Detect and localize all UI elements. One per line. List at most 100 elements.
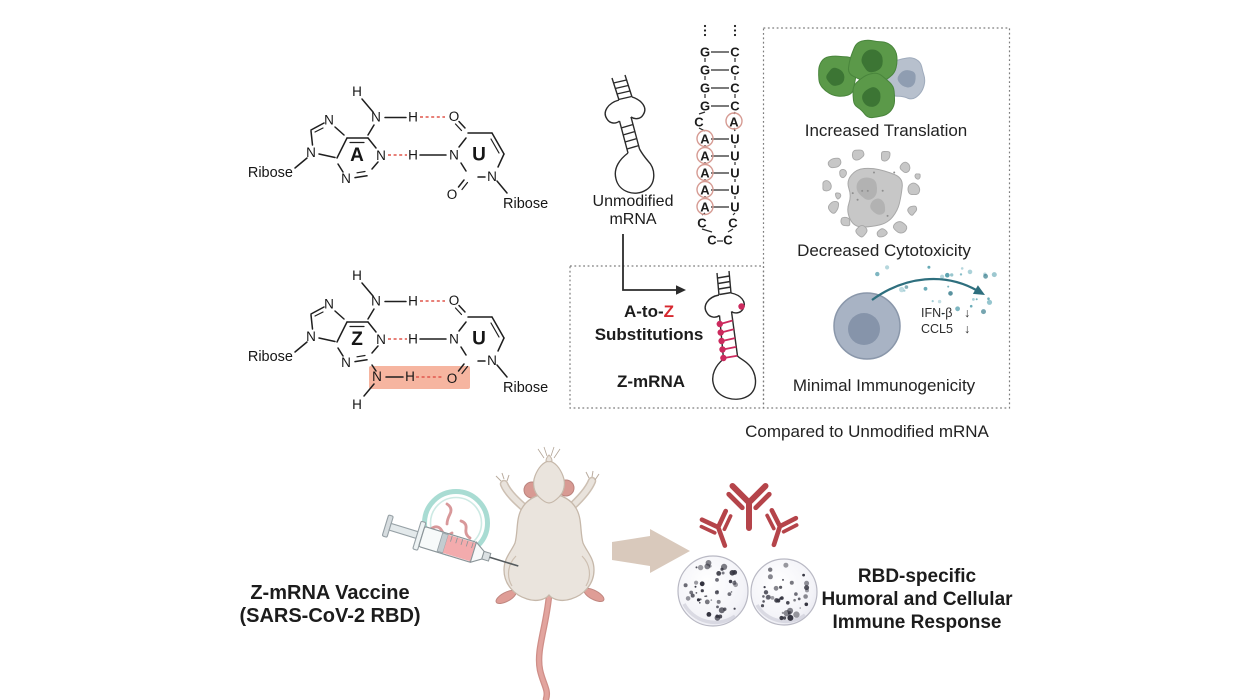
- z-substitution-dots: [716, 303, 745, 362]
- debris-fragment: [840, 216, 851, 227]
- cytokine-dot: [972, 298, 975, 301]
- outcome-decreased-cytotoxicity: Decreased Cytotoxicity: [797, 149, 971, 260]
- base-pair-Z-U-shape: [457, 363, 465, 372]
- response-label-line2: Humoral and Cellular: [821, 589, 1013, 610]
- base-pair-Z-U-shape: [314, 311, 324, 317]
- elispot-well-icon: [750, 558, 818, 626]
- base-pair-Z-U-shape: [334, 310, 345, 320]
- cytokine-dot: [967, 269, 973, 275]
- ladder-base-left: A: [700, 200, 710, 215]
- debris-fragment: [907, 182, 921, 196]
- comparison-note: Compared to Unmodified mRNA: [745, 422, 989, 441]
- elispot-spot: [766, 594, 771, 600]
- z-substitution-dots-shape: [720, 354, 727, 362]
- ladder-base-right: C: [730, 63, 740, 78]
- cell-nucleus: [826, 67, 845, 86]
- mouse-fingers-shape: [585, 471, 590, 479]
- elispot-spot: [697, 564, 704, 571]
- substituted-a-circle: [696, 197, 714, 216]
- debris-fragment: [892, 221, 908, 234]
- elispot-spot: [716, 571, 722, 576]
- backbone: [698, 111, 706, 115]
- ladder-base-left: C: [707, 233, 717, 248]
- ladder-base-left: A: [700, 166, 710, 181]
- ladder-base-left: A: [700, 132, 710, 147]
- atom-o: O: [447, 371, 458, 386]
- ribose-label: Ribose: [248, 349, 293, 365]
- base-pair-Z-U-shape: [490, 322, 500, 338]
- zmrna-hairpin-icon-shape: [717, 275, 730, 279]
- unmodified-mrna-label-line1: Unmodified: [593, 193, 674, 210]
- cytokine-dot: [987, 297, 990, 301]
- plunger-seal: [436, 532, 449, 554]
- response-label-line3: Immune Response: [833, 612, 1002, 633]
- ladder-base-right: C: [730, 81, 740, 96]
- base-pair-Z-U-shape: [336, 321, 348, 343]
- mrna-strand-squiggles-shape: [445, 502, 453, 526]
- base-pair-A-U-shape: [310, 130, 314, 146]
- base-pair-Z-U-shape: [354, 359, 368, 363]
- zmrna-hairpin-icon-shape: [712, 355, 757, 400]
- unmodified-mrna-hairpin-icon-shape: [616, 90, 631, 95]
- unmodified-mrna-hairpin-icon-shape: [630, 96, 646, 120]
- ellipsis-dot: [703, 29, 707, 32]
- elispot-spot: [802, 573, 805, 577]
- elispot-spot: [730, 591, 733, 593]
- mouse-whiskers: [537, 446, 561, 459]
- cytokine-dot: [969, 304, 973, 308]
- debris-dot: [851, 192, 854, 195]
- atoz-line2: Substitutions: [595, 325, 704, 344]
- well-shadow: [755, 604, 807, 624]
- substituted-a-circle: [696, 146, 714, 165]
- cytokine-dot: [960, 267, 964, 270]
- elispot-spot: [716, 599, 721, 604]
- base-pair-A-U-shape: [334, 126, 345, 136]
- base-pair-A-U-shape: [491, 132, 505, 155]
- unmodified-mrna-hairpin-icon-shape: [614, 148, 655, 194]
- debris-fragment: [855, 224, 868, 238]
- ellipsis-dot: [703, 33, 707, 37]
- debris-dot: [886, 214, 889, 217]
- atom-n: N: [376, 332, 386, 347]
- elispot-spot: [804, 580, 810, 586]
- base-pair-A-U-shape: [490, 138, 500, 154]
- ladder-base-right: U: [730, 132, 739, 147]
- z-substitution-dots-shape: [738, 303, 745, 310]
- debris-fragment: [907, 205, 918, 216]
- elispot-spot: [716, 605, 719, 609]
- elispot-spot: [696, 598, 701, 602]
- antibody-icon: [699, 508, 733, 548]
- ellipsis-dot: [703, 24, 707, 28]
- antibody-heavy-chain: [699, 508, 729, 548]
- cytokine-dot: [983, 273, 988, 279]
- base-u-label: U: [472, 329, 486, 350]
- elispot-spot: [782, 616, 784, 619]
- mouse-fingers-shape: [495, 475, 502, 482]
- mouse-whiskers-shape: [553, 448, 561, 459]
- debris-patch: [856, 177, 878, 200]
- elispot-spot: [699, 602, 701, 604]
- unmodified-mrna-hairpin-icon-shape: [604, 99, 620, 124]
- elispot-spot: [782, 616, 787, 620]
- base-pair-A-U-shape: [460, 162, 467, 172]
- zmrna-hairpin-icon-shape: [718, 286, 732, 290]
- debris-dot: [881, 189, 884, 192]
- mouse-head: [533, 460, 565, 504]
- atoz-line1-shape: Z: [664, 302, 674, 321]
- debris-fragment: [881, 150, 891, 162]
- elispot-spot: [781, 611, 784, 615]
- ellipsis-dot: [733, 33, 737, 37]
- elispot-spot: [762, 595, 765, 598]
- z-substitution-dots-shape: [716, 320, 723, 328]
- elispot-spot: [685, 596, 691, 601]
- plunger-rod: [388, 522, 421, 540]
- zmrna-hairpin-icon-shape: [716, 272, 720, 296]
- elispot-spot: [700, 589, 704, 593]
- base-pair-A-U-shape: [496, 180, 508, 194]
- debris-fragment: [914, 173, 921, 180]
- elispot-spot: [773, 585, 779, 591]
- elispot-spot: [690, 593, 695, 598]
- cytokine-dot: [945, 272, 950, 278]
- debris-fragment: [839, 168, 847, 179]
